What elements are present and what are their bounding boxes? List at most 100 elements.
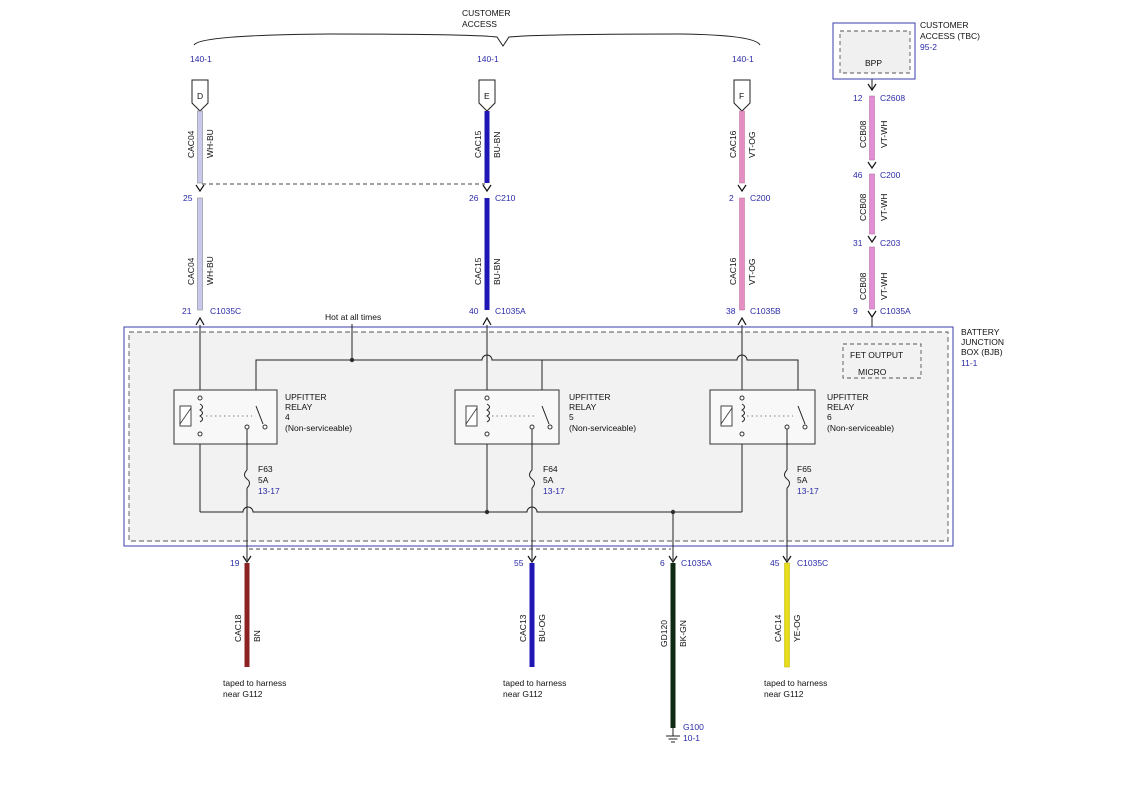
tbc-seg-3-conn: C203: [880, 238, 901, 248]
output-45-circuit: CAC14: [773, 614, 783, 642]
bjb-title-1: BATTERY: [961, 327, 1000, 337]
tbc-title-2: ACCESS (TBC): [920, 31, 980, 41]
tbc-seg-2-pin: 46: [853, 170, 863, 180]
column-e-color-lower: BU-BN: [492, 259, 502, 285]
column-d-connector-pin: [191, 79, 209, 112]
tbc-wire-seg-3[interactable]: [869, 246, 875, 310]
relay-4-switch-icon: [255, 405, 264, 425]
ground-wire: 6 C1035A GD120 BK-GN G100 10-1: [659, 555, 712, 743]
column-f-circuit-upper: CAC16: [728, 130, 738, 158]
column-e-circuit-upper: CAC15: [473, 130, 483, 158]
fet-output-label: FET OUTPUT: [850, 350, 903, 360]
relay-6-number: 6: [827, 412, 832, 422]
column-e-mid-pin: 26: [469, 193, 479, 203]
bjb-ref: 11-1: [961, 358, 978, 368]
ground-bus: [200, 506, 742, 513]
ground-circuit: GD120: [659, 620, 669, 647]
tbc-seg-2-conn: C200: [880, 170, 901, 180]
output-55-circuit: CAC13: [518, 614, 528, 642]
relay-4-number: 4: [285, 412, 290, 422]
relay-4[interactable]: UPFITTER RELAY 4 (Non-serviceable): [173, 389, 352, 470]
fuse-f63-icon: [244, 469, 250, 489]
column-e: 140-1 E CAC15 BU-BN 26 C210 CAC15 BU-BN …: [469, 54, 526, 326]
bjb-title-2: JUNCTION: [961, 337, 1004, 347]
column-f-arrow-bjb: [737, 316, 747, 326]
relay-6-title-2: RELAY: [827, 402, 855, 412]
tbc-seg-2-color: VT-WH: [879, 194, 889, 221]
column-f-pin-letter: F: [739, 91, 744, 101]
output-19-wire[interactable]: [244, 563, 250, 667]
ground-wire-body[interactable]: [670, 563, 676, 728]
column-f-bjb-conn: C1035B: [750, 306, 781, 316]
relay-6-title-1: UPFITTER: [827, 392, 869, 402]
hot-at-all-times-label: Hot at all times: [325, 312, 381, 322]
relay-5-title-2: RELAY: [569, 402, 597, 412]
column-d-wire-lower[interactable]: [197, 197, 203, 311]
column-e-mid-conn: C210: [495, 193, 516, 203]
column-e-pin-letter: E: [484, 91, 490, 101]
fuse-f65[interactable]: F65 5A 13-17: [784, 464, 820, 560]
column-e-ref: 140-1: [477, 54, 499, 64]
fuse-f65-rating: 5A: [797, 475, 808, 485]
column-d-bjb-pin: 21: [182, 306, 192, 316]
column-f-mid-conn: C200: [750, 193, 771, 203]
fuse-f63[interactable]: F63 5A 13-17: [244, 464, 281, 560]
ground-arrow: [668, 555, 678, 564]
output-55-color: BU-OG: [537, 614, 547, 642]
output-19-color: BN: [252, 630, 262, 642]
bjb-title-3: BOX (BJB): [961, 347, 1003, 357]
output-55-wire[interactable]: [529, 563, 535, 667]
column-e-bjb-pin: 40: [469, 306, 479, 316]
output-45-note-1: taped to harness: [764, 678, 827, 688]
ground-conn: C1035A: [681, 558, 712, 568]
fuse-f64[interactable]: F64 5A 13-17: [529, 464, 566, 560]
fuse-f65-icon: [784, 469, 790, 489]
column-d-wire-upper[interactable]: [197, 110, 203, 184]
relay-6[interactable]: UPFITTER RELAY 6 (Non-serviceable): [709, 389, 894, 470]
fuse-f63-name: F63: [258, 464, 273, 474]
output-19-note-2: near G112: [223, 689, 263, 699]
output-45-pin: 45: [770, 558, 780, 568]
relay-4-note: (Non-serviceable): [285, 423, 352, 433]
column-e-connector-pin: [478, 79, 496, 112]
tbc-seg-2-circuit: CCB08: [858, 193, 868, 221]
output-45-note-2: near G112: [764, 689, 804, 699]
column-e-wire-lower[interactable]: [484, 198, 490, 310]
tbc-module: BPP CUSTOMER ACCESS (TBC) 95-2 12 C2608 …: [832, 20, 980, 344]
column-f-wire-lower[interactable]: [739, 197, 745, 311]
column-d-color-upper: WH-BU: [205, 129, 215, 158]
column-f-color-upper: VT-OG: [747, 132, 757, 158]
column-d-mid-pin: 25: [183, 193, 193, 203]
column-f-wire-upper[interactable]: [739, 110, 745, 184]
column-f-color-lower: VT-OG: [747, 259, 757, 285]
tbc-wire-seg-1[interactable]: [869, 95, 875, 161]
column-f-bjb-pin: 38: [726, 306, 736, 316]
tbc-wire-seg-2[interactable]: [869, 173, 875, 235]
output-45-wire[interactable]: [784, 562, 790, 668]
tbc-seg-3-color: VT-WH: [879, 273, 889, 300]
column-e-bjb-conn: C1035A: [495, 306, 526, 316]
output-55-note-1: taped to harness: [503, 678, 566, 688]
relay-4-title-2: RELAY: [285, 402, 313, 412]
tbc-seg-1-color: VT-WH: [879, 121, 889, 148]
column-d-arrow-bjb: [195, 316, 205, 326]
output-55-pin: 55: [514, 558, 524, 568]
column-e-wire-upper[interactable]: [484, 111, 490, 183]
column-d-bjb-conn: C1035C: [210, 306, 241, 316]
relay-5[interactable]: UPFITTER RELAY 5 (Non-serviceable): [454, 389, 636, 470]
column-e-circuit-lower: CAC15: [473, 257, 483, 285]
tbc-seg-1-pin: 12: [853, 93, 863, 103]
ground-color: BK-GN: [678, 620, 688, 647]
relay-4-title-1: UPFITTER: [285, 392, 327, 402]
customer-access-title-1: CUSTOMER: [462, 8, 511, 18]
fet-micro-label: MICRO: [858, 367, 887, 377]
column-f-mid-pin: 2: [729, 193, 734, 203]
fet-output-micro[interactable]: [842, 343, 922, 379]
fuse-f63-rating: 5A: [258, 475, 269, 485]
output-19-arrow: [242, 555, 252, 564]
relay-5-switch-icon: [541, 405, 550, 425]
column-f-connector-pin: [733, 79, 751, 112]
ground-ref: 10-1: [683, 733, 700, 743]
column-f-ref: 140-1: [732, 54, 754, 64]
